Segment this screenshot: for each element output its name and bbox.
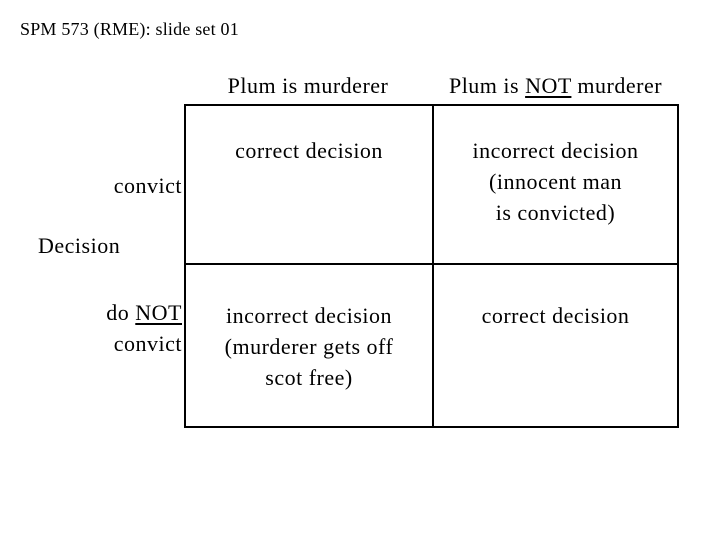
row-label-convict: convict (40, 170, 182, 201)
row-label-text: do (106, 300, 136, 325)
row-label-text: convict (113, 331, 182, 356)
cell-convict-murderer: correct decision (186, 106, 434, 265)
cell-line: incorrect decision (472, 138, 639, 163)
slide-title: SPM 573 (RME): slide set 01 (20, 19, 239, 39)
decision-matrix-table: correct decision incorrect decision (inn… (184, 104, 679, 428)
row-label-underlined-text: NOT (135, 300, 182, 325)
cell-line: correct decision (235, 138, 383, 163)
cell-line: (innocent man (489, 169, 622, 194)
decision-axis-label: Decision (38, 233, 121, 258)
cell-line: correct decision (481, 303, 630, 328)
column-header-plum-is-not-murderer: Plum is NOT murderer (432, 72, 679, 100)
cell-not-convict-not-murderer: correct decision (434, 265, 677, 426)
column-header-underlined-text: NOT (525, 73, 572, 98)
cell-line: scot free) (265, 365, 353, 390)
row-label-text: convict (113, 173, 182, 198)
row-label-do-not-convict: do NOT convict (40, 297, 182, 359)
column-header-plum-is-murderer: Plum is murderer (184, 72, 432, 100)
column-header-text: Plum is murderer (227, 73, 389, 98)
cell-line: (murderer gets off (224, 334, 394, 359)
cell-line: incorrect decision (226, 303, 392, 328)
cell-line: is convicted) (495, 200, 616, 225)
cell-convict-not-murderer: incorrect decision (innocent man is conv… (434, 106, 677, 265)
column-header-text: Plum is (448, 73, 526, 98)
column-header-text: murderer (571, 73, 663, 98)
cell-not-convict-murderer: incorrect decision (murderer gets off sc… (186, 265, 434, 426)
